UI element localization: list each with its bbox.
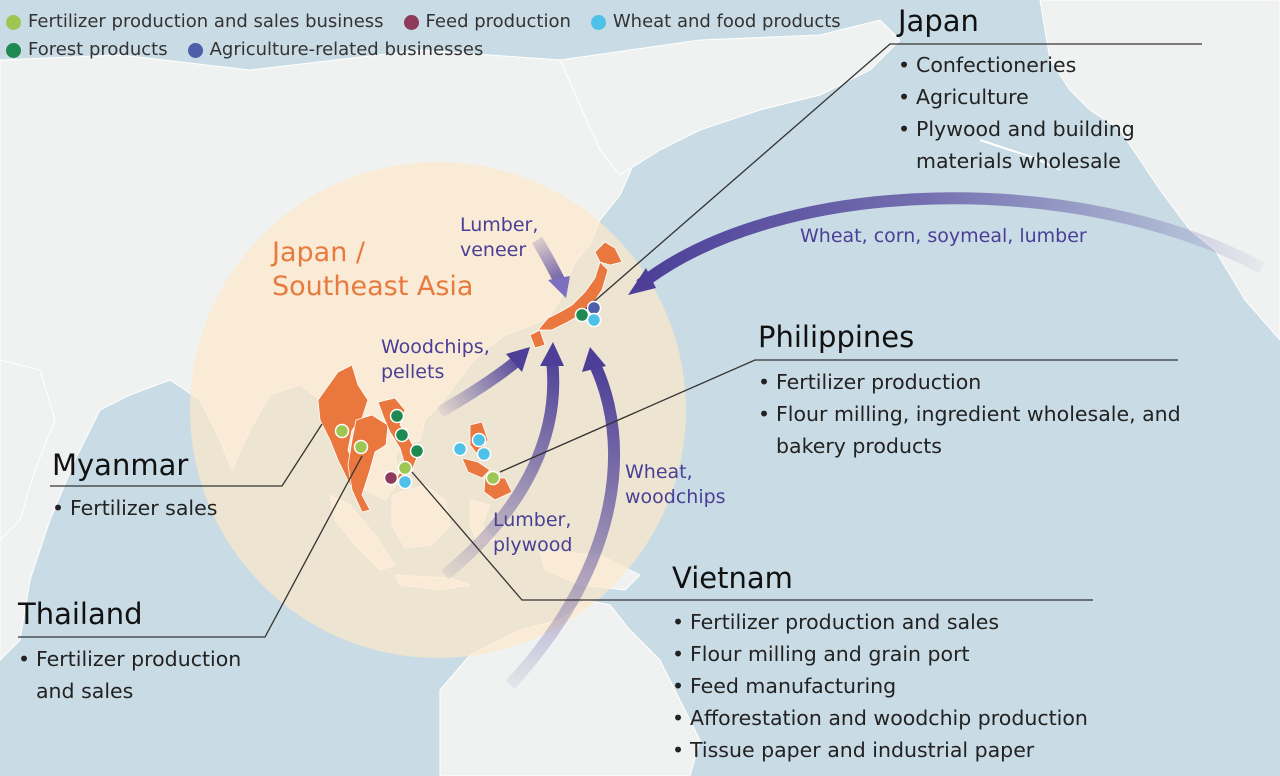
region-title-japan: Japan [898, 4, 979, 38]
wheat-dot-icon [590, 14, 606, 30]
region-list-item: Fertilizer production and sales [18, 643, 266, 707]
legend: Fertilizer production and sales business… [6, 8, 861, 64]
leader-line-thailand [18, 455, 363, 638]
flow-label-line: Lumber, [493, 509, 572, 531]
flow-label-lumber-veneer: Lumber, veneer [460, 213, 538, 263]
fertilizer-marker [485, 470, 501, 486]
wheat-marker [476, 446, 492, 462]
country-japan-honshu [537, 261, 609, 331]
flow-label-lumber-plywood: Lumber, plywood [493, 508, 572, 558]
land-siberia-east [559, 19, 901, 176]
region-list-japan: Confectioneries Agriculture Plywood and … [898, 49, 1216, 177]
flow-label-woodchips-pellets: Woodchips, pellets [381, 335, 490, 385]
legend-item-feed: Feed production [403, 8, 571, 36]
country-japan-hokkaido [594, 241, 623, 266]
flow-label-line: Wheat, [625, 461, 693, 483]
leader-line-vietnam [411, 471, 1093, 601]
flow-label-line: pellets [381, 361, 445, 383]
flow-label-line: Woodchips, [381, 336, 490, 358]
region-list-item: Tissue paper and industrial paper [672, 734, 1088, 766]
forest-marker [574, 307, 590, 323]
region-list-vietnam: Fertilizer production and sales Flour mi… [672, 606, 1088, 766]
fertilizer-dot-icon [6, 14, 21, 30]
flow-arrow-australia [505, 362, 621, 690]
feed-marker [383, 470, 399, 486]
legend-item-wheat: Wheat and food products [590, 8, 841, 36]
wheat-marker [452, 441, 468, 457]
arrowhead-pacific [628, 268, 656, 295]
business-markers [334, 300, 602, 490]
fertilizer-marker [397, 460, 413, 476]
fertilizer-marker [334, 423, 350, 439]
region-list-item: Afforestation and woodchip production [672, 702, 1088, 734]
flow-label-line: Wheat, corn, soymeal, lumber [800, 225, 1087, 247]
forest-dot-icon [6, 42, 21, 58]
land-africa [0, 359, 56, 541]
arrowhead-china [506, 347, 530, 372]
arrowhead-sea [540, 342, 564, 366]
flow-label-line: woodchips [625, 486, 726, 508]
flow-label-line: veneer [460, 239, 527, 261]
forest-marker [409, 443, 425, 459]
fertilizer-marker [353, 439, 369, 455]
region-list-item: Confectioneries [898, 49, 1216, 81]
legend-item-agriculture: Agriculture-related businesses [187, 36, 484, 64]
region-list-item: Flour milling and grain port [672, 638, 1088, 670]
agriculture-marker [586, 300, 602, 316]
region-list-philippines: Fertilizer production Flour milling, ing… [758, 366, 1196, 462]
flow-arrow-sea [441, 359, 560, 580]
legend-label: Fertilizer production and sales business [28, 11, 384, 32]
leader-line-myanmar [50, 423, 323, 487]
center-label-line: Southeast Asia [272, 271, 474, 302]
region-list-item: Feed manufacturing [672, 670, 1088, 702]
legend-label: Forest products [28, 39, 168, 60]
wheat-marker [397, 474, 413, 490]
legend-label: Agriculture-related businesses [209, 39, 484, 60]
flow-label-wheat-corn-soymeal-lumber: Wheat, corn, soymeal, lumber [800, 224, 1087, 249]
region-title-thailand: Thailand [18, 597, 143, 631]
flow-label-line: Lumber, [460, 214, 539, 236]
region-list-item: Fertilizer production and sales [672, 606, 1088, 638]
legend-row: Forest products Agriculture-related busi… [6, 36, 861, 64]
forest-marker [389, 408, 405, 424]
region-list-myanmar: Fertilizer sales [52, 492, 217, 524]
country-japan-kyushu [529, 329, 546, 349]
arrowhead-korea [548, 276, 570, 298]
region-title-myanmar: Myanmar [52, 448, 189, 482]
flow-arrow-pacific [636, 192, 1265, 290]
region-title-vietnam: Vietnam [672, 561, 793, 595]
wheat-marker [471, 432, 487, 448]
legend-label: Feed production [425, 11, 571, 32]
flow-arrow-china [437, 355, 522, 418]
flow-label-line: plywood [493, 534, 573, 556]
agriculture-dot-icon [187, 42, 203, 58]
legend-label: Wheat and food products [612, 11, 841, 32]
country-philippines-visayas [461, 457, 491, 479]
region-list-item: Agriculture [898, 81, 1216, 113]
center-label-line: Japan / [272, 237, 365, 268]
flow-label-wheat-woodchips: Wheat, woodchips [625, 460, 726, 510]
legend-item-forest: Forest products [6, 36, 168, 64]
legend-row: Fertilizer production and sales business… [6, 8, 861, 36]
legend-item-fertilizer: Fertilizer production and sales business [6, 8, 384, 36]
region-list-item: Fertilizer production [758, 366, 1196, 398]
region-list-item: Plywood and building materials wholesale [898, 113, 1216, 177]
region-list-thailand: Fertilizer production and sales [18, 643, 266, 707]
leader-line-philippines [499, 359, 1178, 473]
region-list-item: Flour milling, ingredient wholesale, and… [758, 398, 1196, 462]
leader-line-japan [581, 43, 1202, 313]
wheat-marker [586, 312, 602, 328]
region-list-item: Fertilizer sales [52, 492, 217, 524]
arrowhead-australia [582, 347, 606, 372]
forest-marker [394, 427, 410, 443]
feed-dot-icon [403, 14, 419, 30]
center-label: Japan / Southeast Asia [272, 236, 473, 304]
region-title-philippines: Philippines [758, 320, 915, 354]
